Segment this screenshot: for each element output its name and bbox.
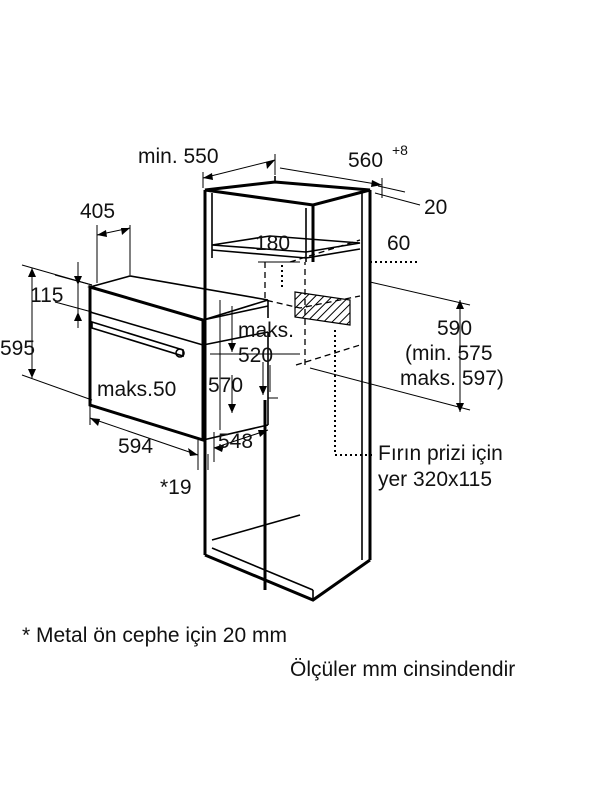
label-570: 570 bbox=[208, 374, 243, 397]
footnotes: * Metal ön cephe için 20 mm Ölçüler mm c… bbox=[22, 624, 515, 681]
label-maks-50: maks.50 bbox=[97, 378, 176, 401]
label-560: 560 bbox=[348, 149, 383, 172]
label-590: 590 bbox=[437, 317, 472, 340]
label-20: 20 bbox=[424, 196, 447, 219]
label-590-max: maks. 597) bbox=[400, 367, 504, 390]
label-405: 405 bbox=[80, 200, 115, 223]
label-560-tolerance: +8 bbox=[392, 142, 408, 158]
socket-area bbox=[281, 265, 372, 456]
label-socket-line2: yer 320x115 bbox=[378, 468, 492, 491]
label-594: 594 bbox=[118, 435, 153, 458]
dimension-labels: min. 550 560 +8 20 405 180 60 115 595 ma… bbox=[0, 142, 504, 499]
label-548: 548 bbox=[218, 430, 253, 453]
note-metal-front: * Metal ön cephe için 20 mm bbox=[22, 624, 287, 647]
label-115: 115 bbox=[30, 284, 63, 307]
oven-front bbox=[88, 284, 205, 443]
label-socket-line1: Fırın prizi için bbox=[378, 442, 503, 465]
label-60: 60 bbox=[387, 232, 410, 255]
oven-top bbox=[87, 275, 269, 321]
cabinet-top bbox=[204, 180, 371, 207]
cabinet-bottom bbox=[204, 553, 371, 602]
oven-handle bbox=[91, 320, 184, 358]
label-180: 180 bbox=[255, 232, 290, 255]
label-595: 595 bbox=[0, 337, 35, 360]
oven bbox=[87, 275, 269, 443]
label-star-19: *19 bbox=[160, 476, 192, 499]
label-590-min: (min. 575 bbox=[405, 342, 493, 365]
label-520: 520 bbox=[238, 344, 273, 367]
cabinet-shelf bbox=[211, 235, 361, 253]
label-maks: maks. bbox=[238, 319, 294, 342]
label-min-550: min. 550 bbox=[138, 145, 219, 168]
note-units: Ölçüler mm cinsindendir bbox=[290, 658, 515, 681]
dimension-arrows bbox=[28, 160, 464, 456]
